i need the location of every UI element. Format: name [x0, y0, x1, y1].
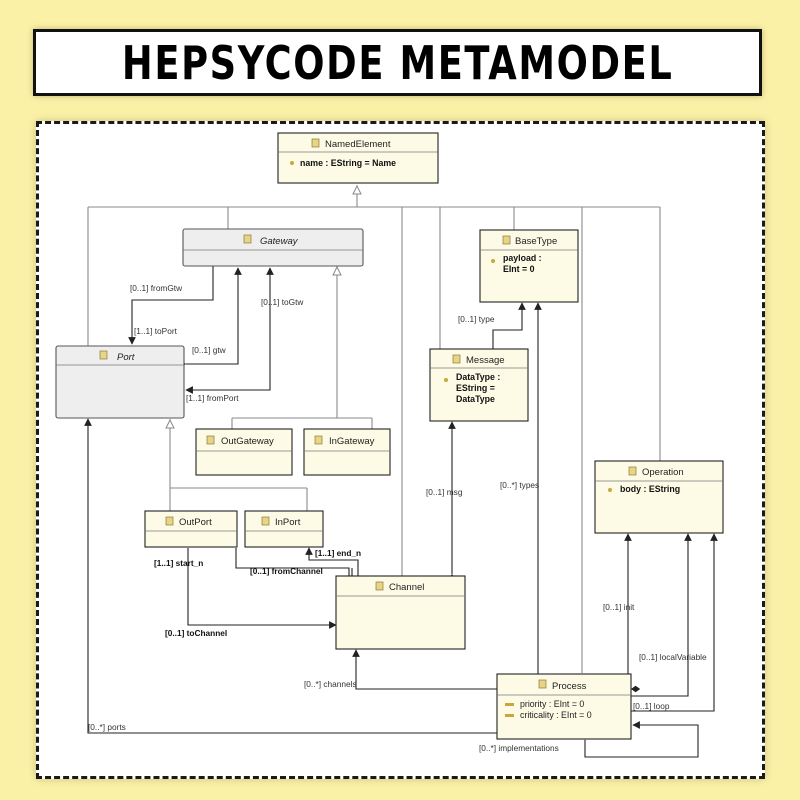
class-name: Operation	[642, 467, 684, 478]
class-attr: body : EString	[620, 484, 680, 494]
class-attr: EInt = 0	[503, 264, 535, 274]
label-from-port: [1..1] fromPort	[186, 393, 239, 403]
label-start-n: [1..1] start_n	[154, 558, 203, 568]
class-attr: EString =	[456, 383, 495, 393]
label-from-channel: [0..1] fromChannel	[250, 566, 323, 576]
label-ports: [0..*] ports	[88, 722, 126, 732]
class-channel: Channel	[335, 575, 466, 650]
label-end-n: [1..1] end_n	[315, 548, 361, 558]
label-from-gtw: [0..1] fromGtw	[130, 283, 183, 293]
class-icon	[452, 354, 461, 364]
class-name: Process	[552, 681, 587, 692]
class-port: Port	[55, 345, 185, 419]
class-icon	[311, 138, 320, 148]
label-loop: [0..1] loop	[633, 701, 670, 711]
attr-icon	[505, 714, 514, 717]
class-icon	[99, 350, 108, 360]
class-message: Message DataType : EString = DataType	[429, 348, 529, 422]
class-name: NamedElement	[325, 139, 391, 150]
class-name: InPort	[275, 517, 301, 528]
class-attr: DataType :	[456, 372, 500, 382]
label-to-port: [1..1] toPort	[134, 326, 178, 336]
attr-icon	[444, 378, 448, 382]
class-name: OutGateway	[221, 436, 274, 447]
class-name: Channel	[389, 582, 424, 593]
class-out-port: OutPort	[144, 510, 238, 548]
class-icon	[375, 581, 384, 591]
class-out-gateway: OutGateway	[195, 428, 293, 476]
title-banner: HEPSYCODE METAMODEL	[33, 29, 762, 96]
class-name: Gateway	[260, 236, 299, 247]
class-in-port: InPort	[244, 510, 324, 548]
class-icon	[314, 435, 323, 445]
class-gateway: Gateway	[182, 228, 364, 267]
label-types: [0..*] types	[500, 480, 539, 490]
class-name: InGateway	[329, 436, 375, 447]
attr-icon	[505, 703, 514, 706]
label-init: [0..1] init	[603, 602, 635, 612]
class-base-type: BaseType payload : EInt = 0	[479, 229, 579, 303]
class-process: Process priority : EInt = 0 criticality …	[496, 673, 632, 740]
class-attr: DataType	[456, 394, 495, 404]
attr-icon	[608, 488, 612, 492]
class-attr: name : EString = Name	[300, 158, 396, 168]
class-attr: criticality : EInt = 0	[520, 710, 592, 720]
label-channels: [0..*] channels	[304, 679, 357, 689]
class-icon	[261, 516, 270, 526]
attr-icon	[491, 259, 495, 263]
class-name: Message	[466, 355, 505, 366]
page-title: HEPSYCODE METAMODEL	[121, 35, 674, 90]
class-icon	[206, 435, 215, 445]
class-operation: Operation body : EString	[594, 460, 724, 534]
label-implementations: [0..*] implementations	[479, 743, 559, 753]
class-icon	[502, 235, 511, 245]
label-to-channel: [0..1] toChannel	[165, 628, 227, 638]
label-gtw: [0..1] gtw	[192, 345, 227, 355]
class-name: Port	[117, 352, 135, 363]
label-msg: [0..1] msg	[426, 487, 463, 497]
class-icon	[628, 466, 637, 476]
class-icon	[165, 516, 174, 526]
class-in-gateway: InGateway	[303, 428, 391, 476]
role-labels: [0..1] fromGtw [0..1] toGtw [1..1] toPor…	[88, 283, 707, 753]
class-icon	[243, 234, 252, 244]
class-name: OutPort	[179, 517, 212, 528]
class-attr: payload :	[503, 253, 542, 263]
class-name: BaseType	[515, 236, 557, 247]
label-to-gtw: [0..1] toGtw	[261, 297, 304, 307]
label-local-variable: [0..1] localVariable	[639, 652, 707, 662]
class-attr: priority : EInt = 0	[520, 699, 584, 709]
class-named-element: NamedElement name : EString = Name	[277, 132, 439, 184]
class-icon	[538, 679, 547, 689]
label-type: [0..1] type	[458, 314, 495, 324]
attr-icon	[290, 161, 294, 165]
